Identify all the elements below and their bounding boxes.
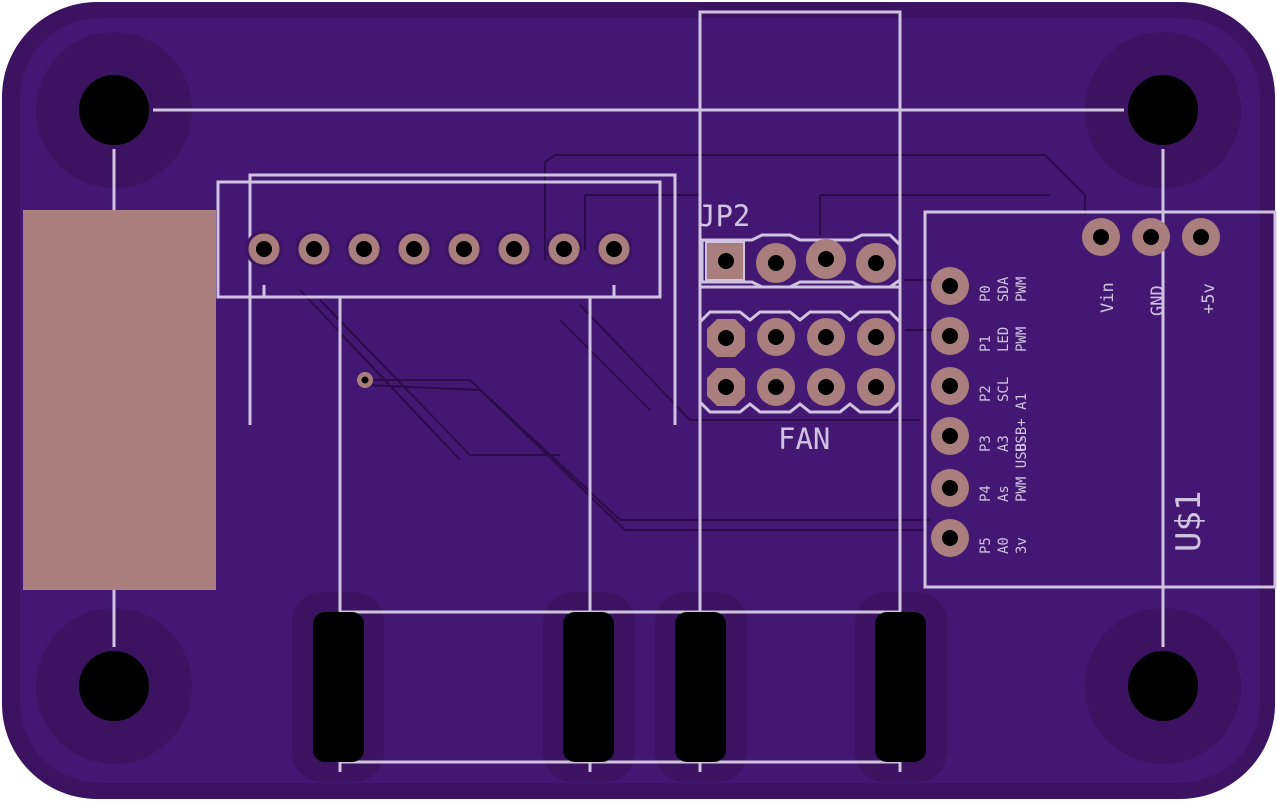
gnd-label: GND — [1148, 285, 1168, 316]
pin-func1-p0: SDA — [996, 276, 1012, 302]
fan-outline — [698, 310, 902, 414]
pin-label-p4: P4 — [978, 485, 994, 502]
vin-label: Vin — [1098, 282, 1118, 313]
power-pins — [1082, 218, 1220, 256]
copper-traces — [299, 154, 1086, 531]
pin-func2-p4: PWM USB- — [1014, 435, 1030, 502]
pin-func2-p0: PWM — [1014, 277, 1030, 302]
header-8pin — [245, 230, 633, 268]
plus5v-label: +5v — [1199, 283, 1219, 314]
slot-pads — [313, 612, 926, 762]
pin-func1-p3: A3 — [996, 435, 1012, 452]
usd1-pins — [931, 267, 969, 557]
fan-pins — [707, 318, 895, 406]
mounting-hole-icon — [75, 71, 1202, 725]
via-icon — [357, 372, 373, 388]
jp2-pins — [705, 239, 896, 283]
pin-func1-p2: SCL — [996, 377, 1012, 402]
pin-func1-p5: A0 — [996, 537, 1012, 554]
power-pad — [23, 210, 216, 590]
pin-func2-p3: USB+ A1 — [1014, 393, 1030, 452]
usd1-label: U$1 — [1169, 491, 1209, 552]
pin-func1-p1: LED — [996, 327, 1012, 352]
pin-label-p3: P3 — [978, 435, 994, 452]
jp2-outline — [700, 233, 902, 289]
pin-label-p0: P0 — [978, 285, 994, 302]
pin-func1-p4: As — [996, 485, 1012, 502]
pin-label-group: P0 SDA PWM P1 LED PWM P2 SCL P3 A3 USB+ … — [978, 276, 1030, 554]
pin-func2-p5: 3v — [1014, 537, 1030, 554]
pin-label-p2: P2 — [978, 385, 994, 402]
fan-label: FAN — [778, 422, 830, 456]
pin-label-p5: P5 — [978, 537, 994, 554]
pin-func2-p1: PWM — [1014, 327, 1030, 352]
pin-label-p1: P1 — [978, 335, 994, 352]
jp2-label: JP2 — [698, 199, 750, 233]
